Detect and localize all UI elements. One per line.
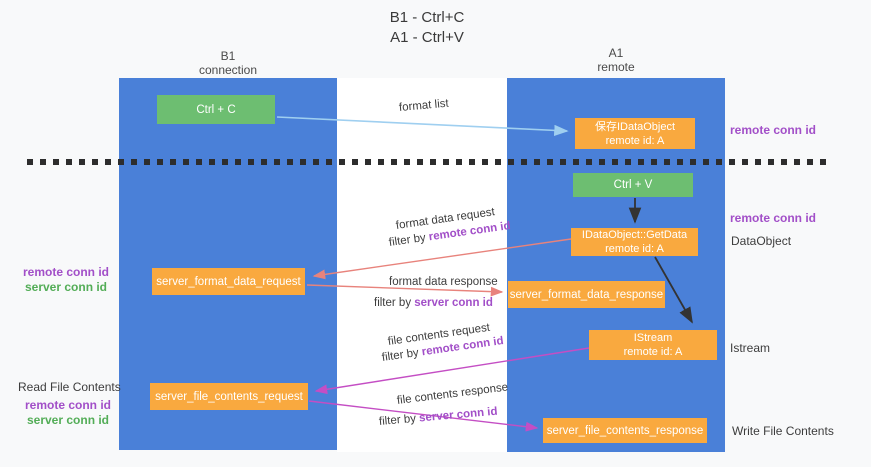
ctrl-v-label: Ctrl + V <box>613 179 653 191</box>
save-idataobject-line2: remote id: A <box>605 134 665 147</box>
server-file-contents-response-label: server_file_contents_response <box>546 424 704 437</box>
istream-line1: IStream <box>633 332 673 344</box>
server-conn-id-label: server conn id <box>26 413 110 427</box>
istream-box: IStream remote id: A <box>589 330 717 360</box>
server-format-data-request-box: server_format_data_request <box>152 268 305 295</box>
dataobject-label: DataObject <box>731 234 792 248</box>
read-file-contents-label: Read File Contents <box>18 380 121 394</box>
ctrl-c-box: Ctrl + C <box>157 95 275 124</box>
save-idataobject-box: 保存IDataObject remote id: A <box>575 118 695 149</box>
column-b1-role: connection <box>198 63 258 77</box>
diagram-title: B1 - Ctrl+C A1 - Ctrl+V <box>0 8 854 48</box>
idataobject-getdata-line1: IDataObject::GetData <box>581 229 688 241</box>
idataobject-getdata-line2: remote id: A <box>605 243 664 255</box>
format-data-response-filter-label: filter by server conn id <box>374 297 493 309</box>
column-a1-role: remote <box>597 60 635 74</box>
column-header-b1: B1 connection <box>119 49 337 77</box>
server-file-contents-request-label: server_file_contents_request <box>155 390 303 403</box>
remote-conn-id-label: remote conn id <box>24 398 111 412</box>
server-format-data-response-box: server_format_data_response <box>508 281 665 308</box>
server-format-data-request-label: server_format_data_request <box>156 275 301 288</box>
filter-prefix: filter by <box>374 297 415 309</box>
remote-conn-id-label: remote conn id <box>730 123 817 137</box>
left-format-conn-ids: remote conn id server conn id <box>20 265 112 295</box>
dashed-divider <box>27 159 833 165</box>
server-conn-id-label: server conn id <box>24 280 108 294</box>
istream-line2: remote id: A <box>623 346 683 358</box>
format-data-response-label: format data response <box>389 276 498 288</box>
istream-label: Istream <box>730 341 771 355</box>
column-b1-name: B1 <box>220 49 236 63</box>
left-file-conn-ids: Read File Contents remote conn id server… <box>18 380 121 428</box>
filter-value-server-conn-id: server conn id <box>414 297 493 309</box>
server-format-data-response-label: server_format_data_response <box>509 288 664 301</box>
write-file-contents-label: Write File Contents <box>732 424 834 438</box>
remote-conn-id-label: remote conn id <box>22 265 109 279</box>
server-file-contents-response-box: server_file_contents_response <box>543 418 707 443</box>
title-line-1: B1 - Ctrl+C <box>389 9 465 26</box>
server-file-contents-request-box: server_file_contents_request <box>150 383 308 410</box>
save-idataobject-line1: 保存IDataObject <box>594 120 676 133</box>
column-header-a1: A1 remote <box>507 46 725 74</box>
ctrl-c-label: Ctrl + C <box>196 103 236 116</box>
column-a1-name: A1 <box>608 46 624 60</box>
ctrl-v-box: Ctrl + V <box>573 173 693 197</box>
title-line-2: A1 - Ctrl+V <box>390 29 464 46</box>
idataobject-getdata-box: IDataObject::GetData remote id: A <box>571 228 698 256</box>
remote-conn-id-label: remote conn id <box>730 211 817 225</box>
